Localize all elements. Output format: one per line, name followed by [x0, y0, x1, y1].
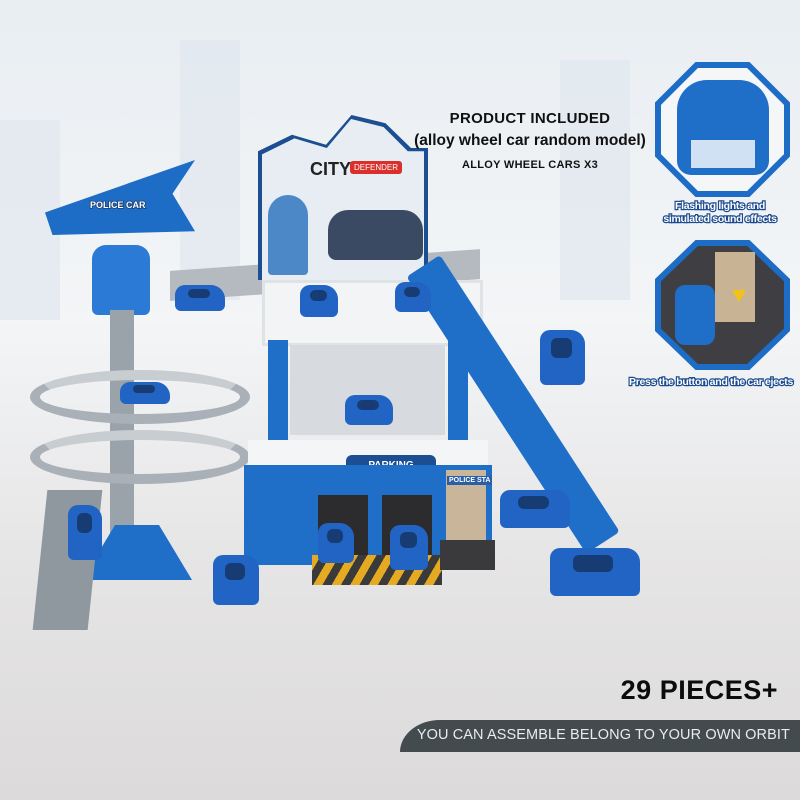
toy-car [500, 490, 570, 528]
toy-car-on-ramp [540, 330, 585, 385]
station-sign: POLICE STA [447, 476, 493, 485]
feature-callout-lights [655, 62, 790, 197]
police-officer-illustration [268, 195, 308, 275]
toy-car [390, 525, 428, 570]
product-included-note: ALLOY WHEEL CARS X3 [461, 159, 599, 171]
feature-caption-eject: Press the button and the car ejects [628, 375, 795, 389]
toy-car [213, 555, 259, 605]
station-window [715, 252, 755, 322]
tagline-text: YOU CAN ASSEMBLE BELONG TO YOUR OWN ORBI… [416, 727, 790, 743]
toy-car [300, 285, 338, 317]
city-sign-brand: CITY [310, 159, 352, 179]
down-arrow-icon [732, 290, 746, 302]
toy-car [318, 523, 354, 563]
city-sign-sub: DEFENDER [350, 161, 403, 174]
feature-callout-eject [655, 240, 790, 370]
background-building [560, 60, 630, 300]
pieces-count: 29 PIECES+ [620, 675, 778, 705]
toy-car [395, 282, 431, 312]
product-included-block: PRODUCT INCLUDED (alloy wheel car random… [405, 110, 655, 171]
toy-car [68, 505, 102, 560]
tower-flag [45, 160, 195, 235]
eject-button-pad [440, 540, 495, 570]
product-included-subtitle: (alloy wheel car random model) [414, 132, 646, 149]
spiral-ramp [30, 370, 250, 424]
garage-pillar [268, 340, 288, 440]
light-tower-head [92, 245, 150, 315]
toy-pickup-truck [550, 548, 640, 596]
background-building [180, 40, 240, 300]
police-car-illustration [328, 210, 423, 260]
city-defender-sign: CITY DEFENDER [258, 115, 428, 280]
product-included-title: PRODUCT INCLUDED [449, 110, 611, 127]
car-eject-icon [675, 285, 715, 345]
toy-car [175, 285, 225, 311]
toy-car [120, 382, 170, 404]
tower-window [691, 140, 755, 168]
spiral-ramp [30, 430, 250, 484]
toy-car [345, 395, 393, 425]
feature-caption-lights: Flashing lights and simulated sound effe… [662, 199, 778, 226]
tower-flag-label: POLICE CAR [89, 199, 146, 211]
tagline-banner: YOU CAN ASSEMBLE BELONG TO YOUR OWN ORBI… [400, 720, 800, 752]
